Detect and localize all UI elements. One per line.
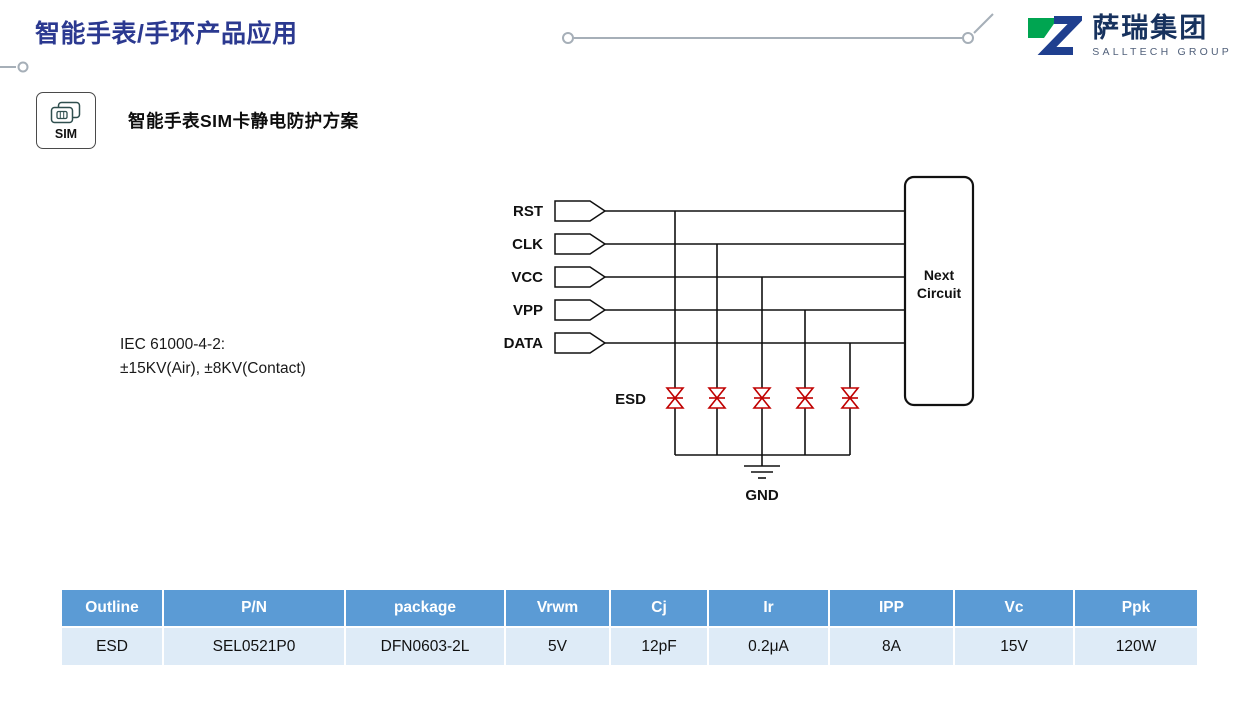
pin-label-vcc: VCC bbox=[511, 269, 543, 286]
header-outline: Outline bbox=[60, 588, 164, 628]
sim-card-icon bbox=[50, 101, 81, 123]
page-title: 智能手表/手环产品应用 bbox=[35, 20, 298, 48]
company-logo-text: 萨瑞集团 SALLTECH GROUP bbox=[1092, 12, 1232, 59]
pin-connector-vcc bbox=[554, 266, 905, 288]
cell-cj: 12pF bbox=[609, 626, 709, 667]
company-logo: 萨瑞集团 SALLTECH GROUP bbox=[1026, 13, 1232, 59]
cell-pn: SEL0521P0 bbox=[162, 626, 346, 667]
section-heading: 智能手表SIM卡静电防护方案 bbox=[128, 111, 359, 131]
gnd-label: GND bbox=[745, 487, 779, 504]
company-logo-icon bbox=[1028, 16, 1083, 55]
cell-vrwm: 5V bbox=[504, 626, 611, 667]
iec-standard-note: IEC 61000-4-2: ±15KV(Air), ±8KV(Contact) bbox=[120, 333, 306, 381]
pin-connector-clk bbox=[554, 233, 905, 255]
pin-connector-rst bbox=[554, 200, 905, 222]
cell-ir: 0.2μA bbox=[707, 626, 830, 667]
spec-table-header-row: Outline P/N package Vrwm Cj Ir IPP Vc Pp… bbox=[60, 588, 1199, 628]
tvs-diode bbox=[752, 387, 772, 409]
header-vrwm: Vrwm bbox=[504, 588, 611, 628]
sim-badge-label: SIM bbox=[54, 126, 78, 141]
tvs-diode bbox=[795, 387, 815, 409]
header-cj: Cj bbox=[609, 588, 709, 628]
cell-ipp: 8A bbox=[828, 626, 955, 667]
header-ipp: IPP bbox=[828, 588, 955, 628]
company-tagline: SALLTECH GROUP bbox=[1092, 46, 1232, 59]
pin-label-data: DATA bbox=[504, 335, 544, 352]
sim-card-badge: SIM bbox=[36, 92, 96, 149]
pin-connector-data bbox=[554, 332, 905, 354]
company-name: 萨瑞集团 bbox=[1092, 12, 1209, 43]
esd-label: ESD bbox=[615, 391, 646, 408]
header-pn: P/N bbox=[162, 588, 346, 628]
cell-ppk: 120W bbox=[1073, 626, 1199, 667]
next-circuit-label: Next Circuit bbox=[916, 267, 962, 302]
circuit-diagram bbox=[554, 175, 975, 479]
iec-note-line2: ±15KV(Air), ±8KV(Contact) bbox=[120, 360, 306, 378]
spec-table: Outline P/N package Vrwm Cj Ir IPP Vc Pp… bbox=[60, 588, 1199, 667]
tvs-diode bbox=[840, 387, 860, 409]
header-package: package bbox=[344, 588, 506, 628]
header-ir: Ir bbox=[707, 588, 830, 628]
pin-label-rst: RST bbox=[513, 203, 543, 220]
cell-vc: 15V bbox=[953, 626, 1075, 667]
cell-package: DFN0603-2L bbox=[344, 626, 506, 667]
ground-symbol bbox=[744, 455, 780, 479]
pin-label-vpp: VPP bbox=[513, 302, 543, 319]
pin-label-clk: CLK bbox=[512, 236, 543, 253]
cell-outline: ESD bbox=[60, 626, 164, 667]
header-ppk: Ppk bbox=[1073, 588, 1199, 628]
tvs-diode bbox=[665, 387, 685, 409]
pin-connector-vpp bbox=[554, 299, 905, 321]
iec-note-line1: IEC 61000-4-2: bbox=[120, 336, 226, 353]
spec-table-data-row: ESD SEL0521P0 DFN0603-2L 5V 12pF 0.2μA 8… bbox=[60, 626, 1199, 667]
tvs-diode bbox=[707, 387, 727, 409]
header-vc: Vc bbox=[953, 588, 1075, 628]
